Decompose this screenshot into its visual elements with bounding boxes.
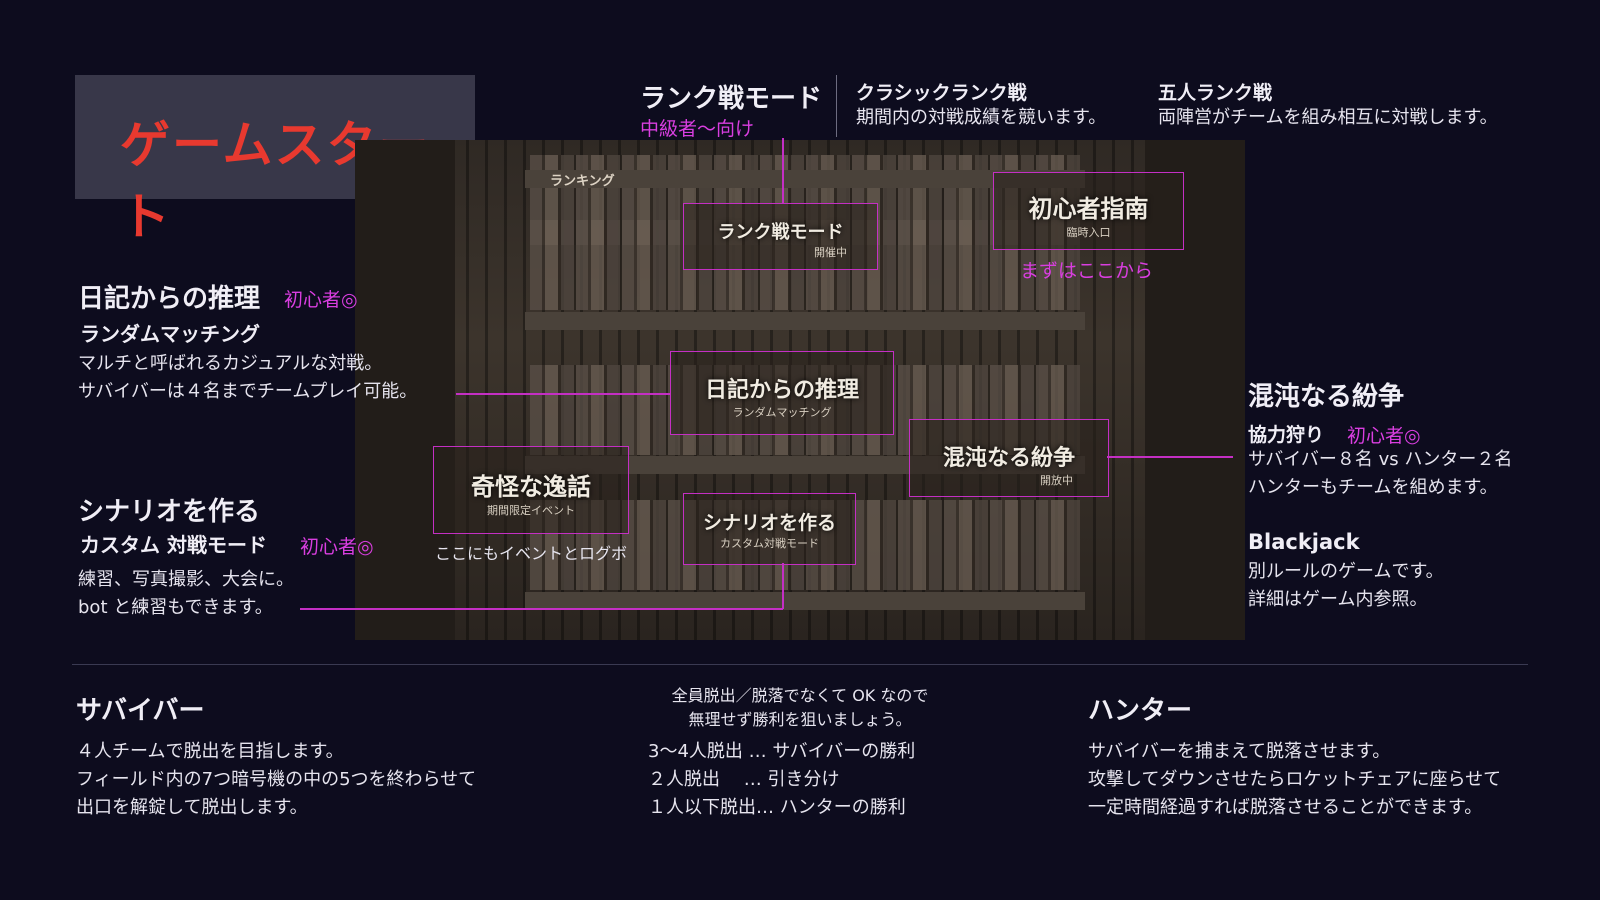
result-line-3: １人以下脱出… ハンターの勝利 bbox=[648, 797, 906, 818]
rank-mode-button[interactable]: ランク戦モード 開催中 bbox=[683, 203, 878, 270]
survivor-line-3: 出口を解錠して脱出します。 bbox=[76, 797, 308, 818]
diary-sub: ランダムマッチング bbox=[80, 322, 260, 346]
diary-connector-line bbox=[456, 393, 670, 395]
scenario-desc-2: bot と練習もできます。 bbox=[78, 597, 273, 618]
scenario-label: シナリオを作る bbox=[702, 512, 836, 534]
chaos-desc-1: サバイバー８名 vs ハンター２名 bbox=[1248, 449, 1513, 470]
odd-tale-sub: 期間限定イベント bbox=[487, 504, 575, 517]
survivor-line-2: フィールド内の7つ暗号機の中の5つを終わらせて bbox=[76, 769, 477, 790]
odd-tale-button[interactable]: 奇怪な逸話 期間限定イベント bbox=[433, 446, 629, 534]
chaos-badge: 初心者◎ bbox=[1347, 425, 1421, 447]
scenario-heading: シナリオを作る bbox=[78, 497, 261, 527]
scenario-badge: 初心者◎ bbox=[300, 536, 374, 558]
diary-button[interactable]: 日記からの推理 ランダムマッチング bbox=[670, 351, 894, 435]
rank-divider bbox=[836, 75, 837, 137]
scenario-button[interactable]: シナリオを作る カスタム対戦モード bbox=[683, 493, 856, 565]
scenario-sub: カスタム対戦モード bbox=[720, 537, 819, 550]
blackjack-desc-1: 別ルールのゲームです。 bbox=[1248, 561, 1444, 582]
chaos-desc-2: ハンターもチームを組めます。 bbox=[1248, 477, 1498, 498]
result-line-2: ２人脱出 … 引き分け bbox=[648, 769, 840, 790]
rank-mode-status: 開催中 bbox=[814, 246, 847, 259]
blackjack-heading: Blackjack bbox=[1248, 530, 1360, 554]
shelf-pillar-left bbox=[355, 140, 455, 640]
hunter-line-2: 攻撃してダウンさせたらロケットチェアに座らせて bbox=[1088, 769, 1502, 790]
classic-rank-desc: 期間内の対戦成績を競います。 bbox=[856, 107, 1107, 128]
diary-heading: 日記からの推理 bbox=[78, 284, 261, 314]
rank-connector-line bbox=[782, 138, 784, 204]
beginner-guide-button[interactable]: 初心者指南 臨時入口 bbox=[993, 172, 1184, 250]
shelf-plank bbox=[525, 592, 1085, 610]
diary-desc-1: マルチと呼ばれるカジュアルな対戦。 bbox=[78, 353, 383, 374]
beginner-guide-sub: 臨時入口 bbox=[1066, 226, 1111, 239]
rank-heading: ランク戦モード bbox=[640, 84, 823, 114]
chaos-status: 開放中 bbox=[1040, 474, 1073, 487]
classic-rank-title: クラシックランク戦 bbox=[856, 82, 1027, 104]
chaos-button[interactable]: 混沌なる紛争 開放中 bbox=[909, 419, 1109, 497]
scenario-sub: カスタム 対戦モード bbox=[80, 533, 267, 557]
section-divider bbox=[72, 664, 1528, 665]
shelf-plank bbox=[525, 312, 1085, 330]
chaos-connector-line bbox=[1107, 456, 1233, 458]
chaos-label: 混沌なる紛争 bbox=[942, 446, 1075, 471]
beginner-guide-label: 初心者指南 bbox=[1028, 195, 1149, 223]
five-rank-desc: 両陣営がチームを組み相互に対戦します。 bbox=[1158, 107, 1498, 128]
survivor-heading: サバイバー bbox=[76, 696, 205, 726]
beginner-note: まずはここから bbox=[1020, 260, 1154, 282]
result-note: 全員脱出／脱落でなくて OK なので 無理せず勝利を狙いましょう。 bbox=[630, 684, 970, 732]
scenario-connector-vertical bbox=[782, 563, 784, 609]
hunter-line-3: 一定時間経過すれば脱落させることができます。 bbox=[1088, 797, 1483, 818]
diary-sub: ランダムマッチング bbox=[732, 406, 832, 419]
blackjack-desc-2: 詳細はゲーム内参照。 bbox=[1248, 589, 1428, 610]
survivor-line-1: ４人チームで脱出を目指します。 bbox=[76, 741, 344, 762]
chaos-sub: 協力狩り bbox=[1248, 424, 1325, 446]
result-note-2: 無理せず勝利を狙いましょう。 bbox=[688, 710, 912, 729]
scenario-desc-1: 練習、写真撮影、大会に。 bbox=[78, 569, 294, 590]
rank-mode-label: ランク戦モード bbox=[717, 222, 844, 243]
shelf-plank bbox=[525, 170, 1085, 188]
rank-level-note: 中級者〜向け bbox=[640, 118, 755, 140]
result-line-1: 3〜4人脱出 … サバイバーの勝利 bbox=[648, 741, 916, 762]
hunter-heading: ハンター bbox=[1088, 696, 1193, 726]
odd-tale-label: 奇怪な逸話 bbox=[471, 473, 591, 501]
diary-label: 日記からの推理 bbox=[704, 378, 859, 403]
ranking-label[interactable]: ランキング bbox=[550, 174, 615, 189]
result-note-1: 全員脱出／脱落でなくて OK なので bbox=[671, 686, 929, 705]
diary-badge: 初心者◎ bbox=[284, 289, 358, 311]
chaos-heading: 混沌なる紛争 bbox=[1248, 382, 1405, 412]
scenario-connector-horizontal bbox=[300, 608, 783, 610]
five-rank-title: 五人ランク戦 bbox=[1158, 82, 1273, 104]
diary-desc-2: サバイバーは４名までチームプレイ可能。 bbox=[78, 381, 418, 402]
hunter-line-1: サバイバーを捕まえて脱落させます。 bbox=[1088, 741, 1391, 762]
odd-tale-note: ここにもイベントとログボ bbox=[435, 544, 628, 563]
